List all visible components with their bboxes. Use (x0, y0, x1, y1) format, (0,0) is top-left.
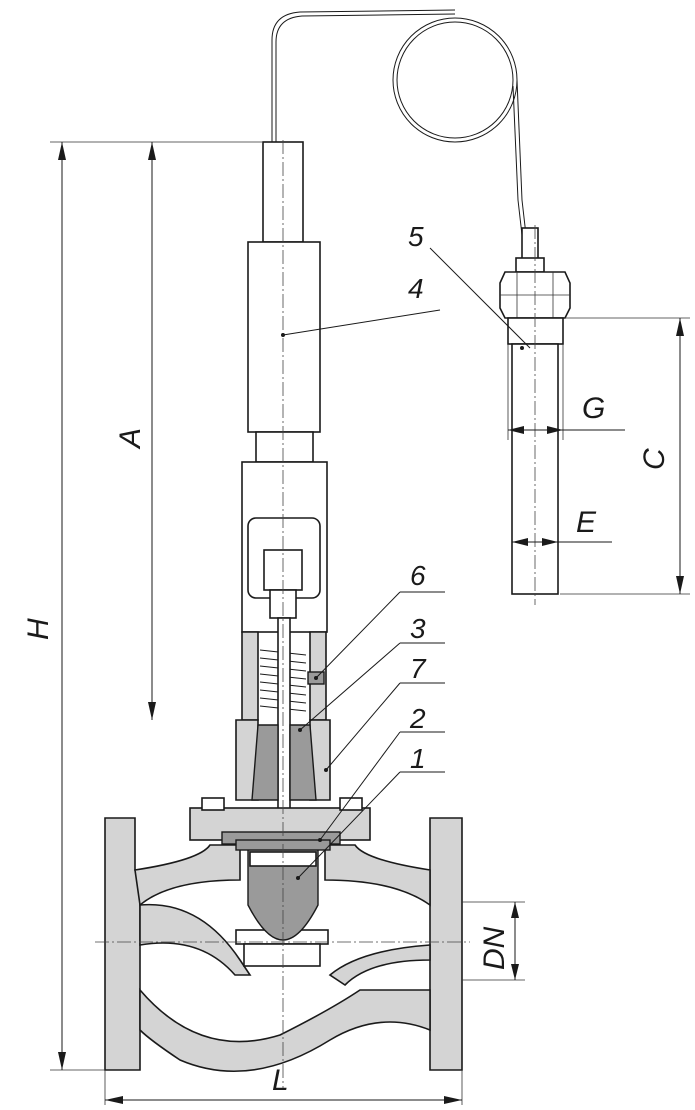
callout-2: 2 (409, 703, 426, 734)
sensor (499, 225, 571, 605)
callout-7: 7 (410, 653, 427, 684)
dimension-A: A (114, 142, 156, 720)
capillary-tube (271, 9, 527, 236)
dim-label-L: L (272, 1064, 289, 1097)
dimension-DN: DN (462, 901, 525, 981)
callout-3: 3 (410, 613, 426, 644)
actuator (241, 141, 328, 633)
dimension-H: H (22, 141, 262, 1071)
dim-label-E: E (576, 506, 597, 539)
dimension-L: L (104, 1064, 463, 1105)
dim-label-H: H (22, 618, 55, 640)
spring-assembly (235, 617, 331, 819)
callout-labels: 4 5 6 3 7 2 1 (408, 221, 427, 774)
dim-label-A: A (114, 428, 147, 450)
dimension-G: G (507, 344, 625, 440)
callout-5: 5 (408, 221, 424, 252)
dim-label-C: C (638, 448, 671, 470)
callout-1: 1 (410, 743, 426, 774)
dim-label-DN: DN (478, 926, 511, 970)
dimension-E: E (512, 506, 612, 546)
dimension-C: C (560, 317, 690, 595)
valve-body (95, 140, 470, 1090)
dim-label-G: G (582, 392, 605, 425)
callout-6: 6 (410, 560, 426, 591)
leaders (281, 247, 531, 880)
callout-4: 4 (408, 273, 424, 304)
